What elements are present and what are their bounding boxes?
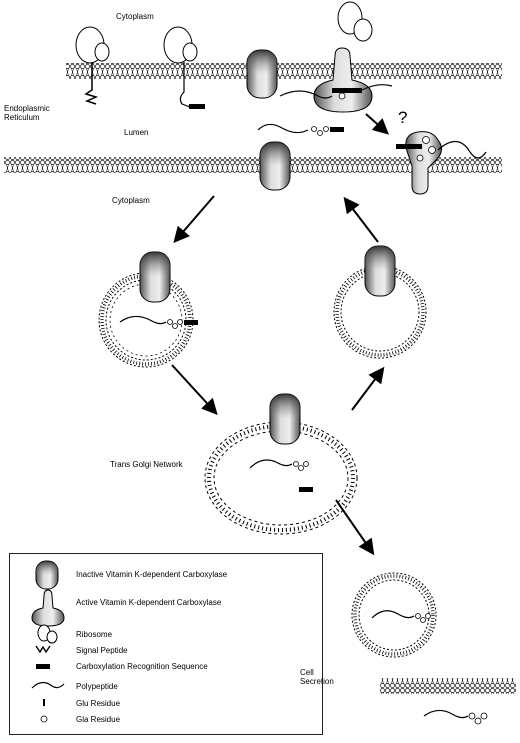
legend-label-gla: Gla Residue [76,715,121,724]
er-membrane-top [66,63,502,79]
ribosome-free [337,1,373,42]
legend-symbol-active [31,589,65,627]
polypeptide-active [279,84,393,99]
active-carboxylase-released [396,131,442,195]
flow-arrows [171,113,389,556]
label-cell-secretion: Cell Secretion [300,668,334,687]
recognition-seq-2 [189,104,205,109]
legend-label-inactive: Inactive Vitamin K-dependent Carboxylase [76,570,228,579]
secretory-vesicle [351,572,437,658]
legend-symbol-signal [35,645,51,654]
label-cytoplasm-top: Cytoplasm [116,12,154,21]
active-carboxylase-er [313,47,373,113]
plasma-membrane [380,678,516,694]
label-endoplasmic-reticulum: Endoplasmic Reticulum [4,104,50,123]
legend-label-polypeptide: Polypeptide [76,682,118,691]
legend-symbol-glu [43,699,45,706]
legend-symbol-ribosome [37,624,58,644]
label-lumen: Lumen [124,128,149,137]
legend-label-signal: Signal Peptide [76,646,128,655]
question-mark: ? [398,108,408,127]
inactive-carboxylase-er-top [246,49,278,99]
polypeptide-released [437,140,487,159]
polypeptide-2 [179,62,191,108]
inactive-carboxylase-er-bottom [259,141,291,191]
legend-symbol-recognition [36,664,50,669]
legend-symbol-inactive [35,560,59,590]
legend-symbol-gla [40,715,48,723]
lumen-polypeptide [257,123,344,136]
inactive-carboxylase-golgi [269,393,301,445]
legend [9,553,323,735]
vesicle-1-polypeptide [119,315,198,329]
legend-label-recognition: Carboxylation Recognition Sequence [76,662,208,671]
inactive-carboxylase-vesicle-1 [139,251,171,303]
legend-label-glu: Glu Residue [76,699,121,708]
golgi-polypeptide [249,459,313,492]
secretory-polypeptide [371,610,431,623]
label-cytoplasm-mid: Cytoplasm [112,196,150,205]
ribosome-1 [75,26,110,64]
signal-peptide-1 [84,62,99,105]
inactive-carboxylase-vesicle-2 [364,245,396,297]
cleaved-recognition-seq [299,487,313,492]
legend-label-active: Active Vitamin K-dependent Carboxylase [76,598,222,607]
legend-symbol-polypeptide [31,681,65,689]
ribosome-2 [163,26,198,64]
legend-label-ribosome: Ribosome [76,630,113,639]
secreted-protein [423,709,488,725]
er-membrane-bottom [4,157,502,173]
label-trans-golgi-network: Trans Golgi Network [110,460,183,469]
